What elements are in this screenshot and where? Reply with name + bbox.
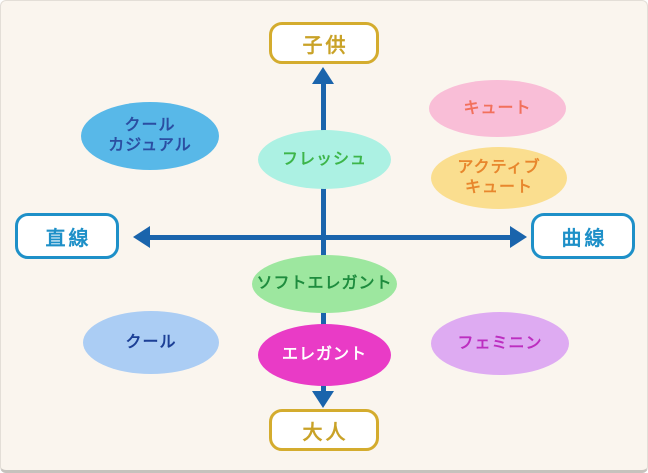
ellipse-cute: キュート <box>429 80 566 137</box>
ellipse-elegant: エレガント <box>258 324 391 386</box>
axis-label-child: 子供 <box>269 22 379 64</box>
ellipse-cool: クール <box>83 311 219 374</box>
left-arrowhead-icon <box>133 226 150 248</box>
right-arrowhead-icon <box>510 226 527 248</box>
down-arrowhead-icon <box>312 391 334 408</box>
ellipse-active-cute: アクティブ キュート <box>431 147 567 209</box>
ellipse-soft-elegant: ソフトエレガント <box>252 255 397 313</box>
up-arrowhead-icon <box>312 67 334 84</box>
axis-label-curved-line: 曲線 <box>531 213 635 259</box>
axis-label-adult: 大人 <box>269 409 379 451</box>
ellipse-feminine: フェミニン <box>431 312 569 375</box>
ellipse-cool-casual: クール カジュアル <box>81 102 219 170</box>
horizontal-axis-line <box>147 235 511 240</box>
ellipse-fresh: フレッシュ <box>258 130 391 189</box>
axis-label-straight-line: 直線 <box>15 213 119 259</box>
